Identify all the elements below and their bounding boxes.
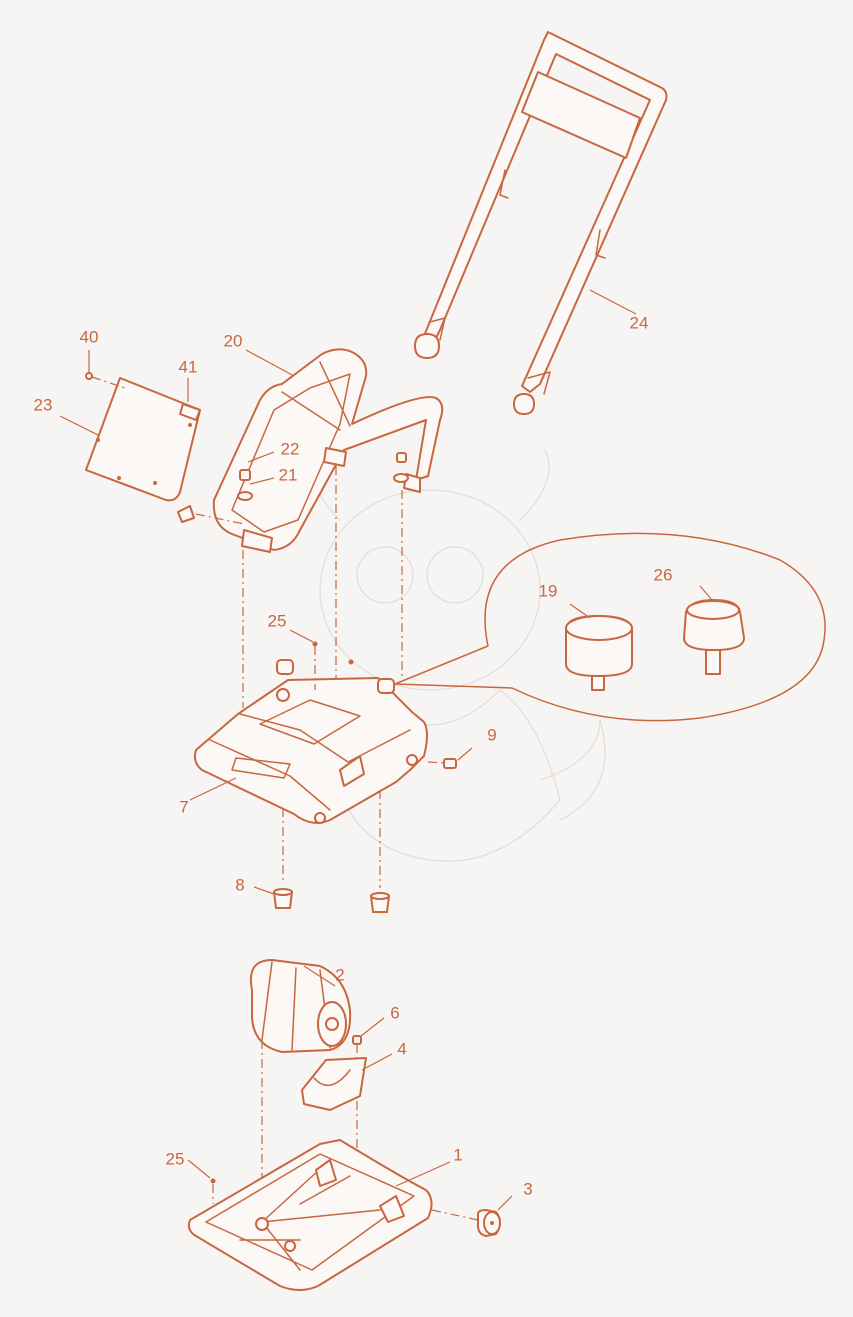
label-23: 23 — [34, 395, 53, 414]
part-21-washer — [237, 473, 409, 501]
label-41: 41 — [179, 357, 198, 376]
part-25-upper-screw — [312, 641, 354, 690]
label-2: 2 — [335, 965, 344, 984]
part-41-spring — [177, 403, 245, 525]
part-labels: 24 20 40 41 23 22 21 25 19 26 9 7 8 2 6 … — [34, 313, 673, 1198]
part-23-cover-plate — [85, 377, 201, 502]
part-20-frame — [212, 348, 444, 553]
part-19-buffer-detail — [565, 615, 633, 691]
assembly-lines-upper — [242, 466, 403, 888]
label-25-upper: 25 — [268, 611, 287, 630]
leader-lines — [59, 289, 713, 1211]
part-24-handle — [414, 31, 668, 415]
part-1-base-plate — [187, 1139, 433, 1291]
part-4-bracket — [301, 1057, 367, 1111]
label-24: 24 — [630, 313, 649, 332]
label-26: 26 — [654, 565, 673, 584]
label-22: 22 — [281, 439, 300, 458]
label-8: 8 — [235, 875, 244, 894]
label-20: 20 — [224, 331, 243, 350]
part-2-exciter — [250, 959, 352, 1053]
label-21: 21 — [279, 465, 298, 484]
label-3: 3 — [523, 1179, 532, 1198]
label-4: 4 — [397, 1039, 406, 1058]
label-1: 1 — [453, 1145, 462, 1164]
label-7: 7 — [179, 797, 188, 816]
part-9-bolt — [427, 758, 457, 769]
label-9: 9 — [487, 725, 496, 744]
label-6: 6 — [390, 1003, 399, 1022]
label-19: 19 — [539, 581, 558, 600]
part-8-foot — [273, 888, 390, 913]
part-7-upper-body — [193, 677, 428, 824]
assembly-lines-lower — [212, 1040, 479, 1222]
part-26-buffer-detail — [683, 599, 745, 675]
detail-callout-bubble — [394, 532, 826, 722]
part-25-lower-screw — [210, 1178, 216, 1184]
part-3-roller — [477, 1209, 501, 1237]
part-19-buffer-small — [276, 659, 395, 694]
part-40-screw — [85, 372, 129, 390]
label-40: 40 — [80, 327, 99, 346]
label-25-lower: 25 — [166, 1149, 185, 1168]
part-22-bolt — [239, 452, 407, 481]
